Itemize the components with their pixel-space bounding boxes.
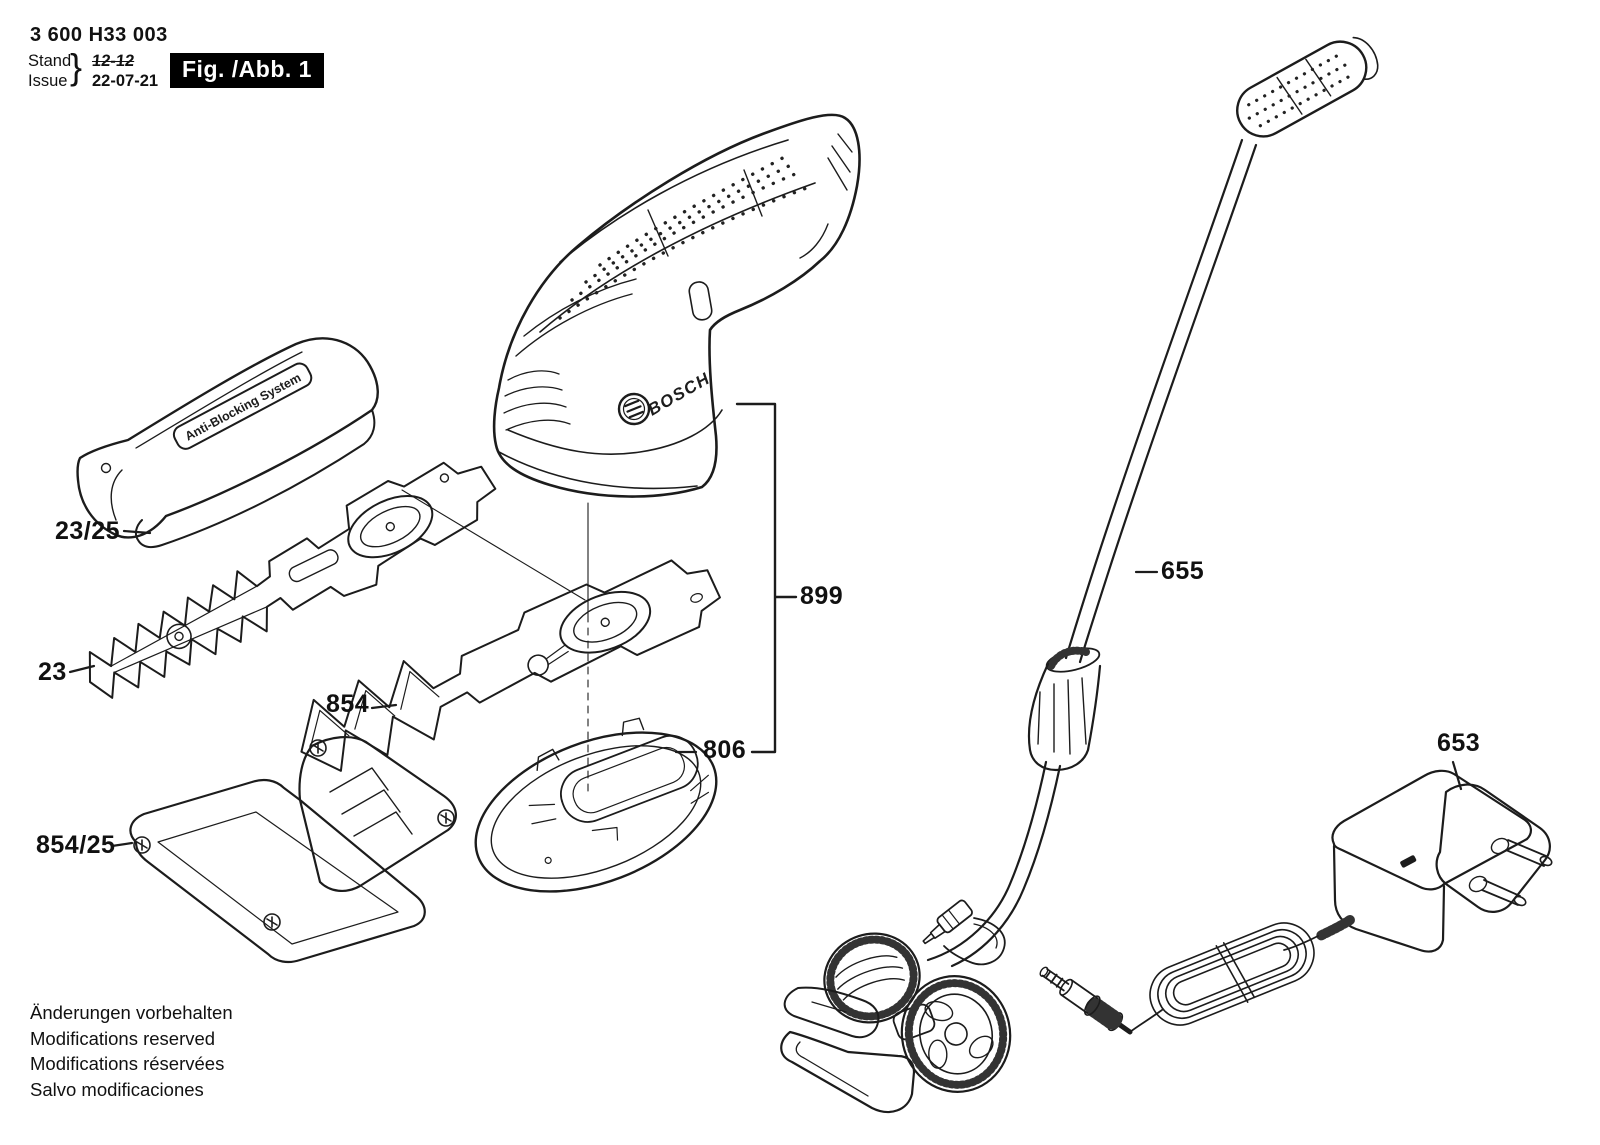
notice-line-es: Salvo modificaciones xyxy=(30,1078,204,1100)
part-label-tool-assembly: 899 xyxy=(800,582,844,610)
part-label-grass-blade: 854 xyxy=(326,690,370,718)
part-label-base-plate: 806 xyxy=(703,736,747,764)
part-label-blade-cover: 23/25 xyxy=(55,517,121,545)
part-label-blade-guard: 854/25 xyxy=(36,831,116,859)
charger-drawing xyxy=(1039,769,1553,1035)
base-plate-drawing xyxy=(474,717,718,893)
part-label-charger: 653 xyxy=(1437,729,1481,757)
bosch-wordmark: BOSCH xyxy=(645,369,714,420)
part-label-extension-pole: 655 xyxy=(1161,557,1205,585)
modifications-notice: Änderungen vorbehalten Modifications res… xyxy=(30,1000,233,1102)
issue-value: 22-07-21 xyxy=(92,72,159,90)
figure-label-box: Fig. /Abb. 1 xyxy=(170,53,324,88)
notice-line-de: Änderungen vorbehalten xyxy=(30,1002,233,1023)
part-number: 3 600 H33 003 xyxy=(30,24,168,46)
part-label-shear-blade: 23 xyxy=(38,658,67,686)
stand-issue-brace: } xyxy=(70,46,83,87)
blade-guard-drawing xyxy=(129,736,457,964)
issue-label: Issue xyxy=(28,72,68,90)
handheld-tool-drawing: BOSCH xyxy=(401,113,861,797)
leader-lines xyxy=(68,402,1463,848)
bracket-899 xyxy=(735,402,798,754)
grass-blade-drawing xyxy=(300,559,721,772)
extension-pole-drawing xyxy=(780,36,1379,1113)
stand-value-struck: 12-12 xyxy=(91,52,136,70)
notice-line-en: Modifications reserved xyxy=(30,1027,216,1049)
stand-label: Stand xyxy=(28,52,72,70)
shear-blade-drawing xyxy=(88,461,497,699)
notice-line-fr: Modifications réservées xyxy=(30,1053,225,1074)
anti-blocking-label: Anti-Blocking System xyxy=(183,371,304,444)
blade-cover-drawing: Anti-Blocking System xyxy=(76,337,379,549)
